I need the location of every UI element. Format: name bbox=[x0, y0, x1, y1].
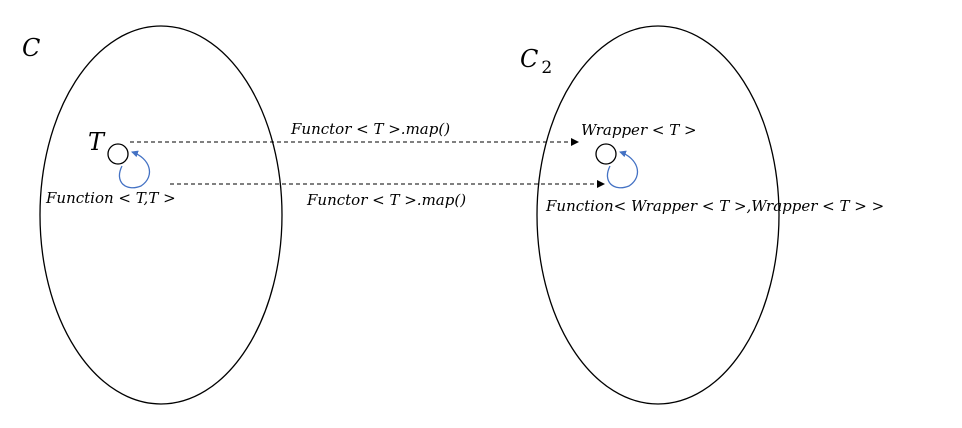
object-t-node bbox=[107, 143, 129, 165]
category-c2-name: C bbox=[520, 45, 538, 73]
object-wrapper-self-loop bbox=[606, 150, 639, 189]
object-map-label: Functor < T >.map() bbox=[290, 120, 450, 138]
object-t-self-loop bbox=[118, 150, 151, 189]
category-c2-subscript: 2 bbox=[541, 58, 552, 78]
morphism-map-label: Functor < T >.map() bbox=[306, 191, 466, 209]
category-c-label: C bbox=[22, 34, 40, 62]
object-wrapper-node bbox=[595, 143, 617, 165]
category-c2-ellipse bbox=[536, 25, 780, 405]
category-c-ellipse bbox=[39, 25, 283, 405]
wrapper-t-label: Wrapper < T > bbox=[581, 121, 697, 139]
function-wrapper-label: Function< Wrapper < T >,Wrapper < T > > bbox=[545, 197, 884, 215]
function-t-t-label: Function < T,T > bbox=[45, 189, 176, 207]
object-t-label: T bbox=[88, 128, 106, 156]
